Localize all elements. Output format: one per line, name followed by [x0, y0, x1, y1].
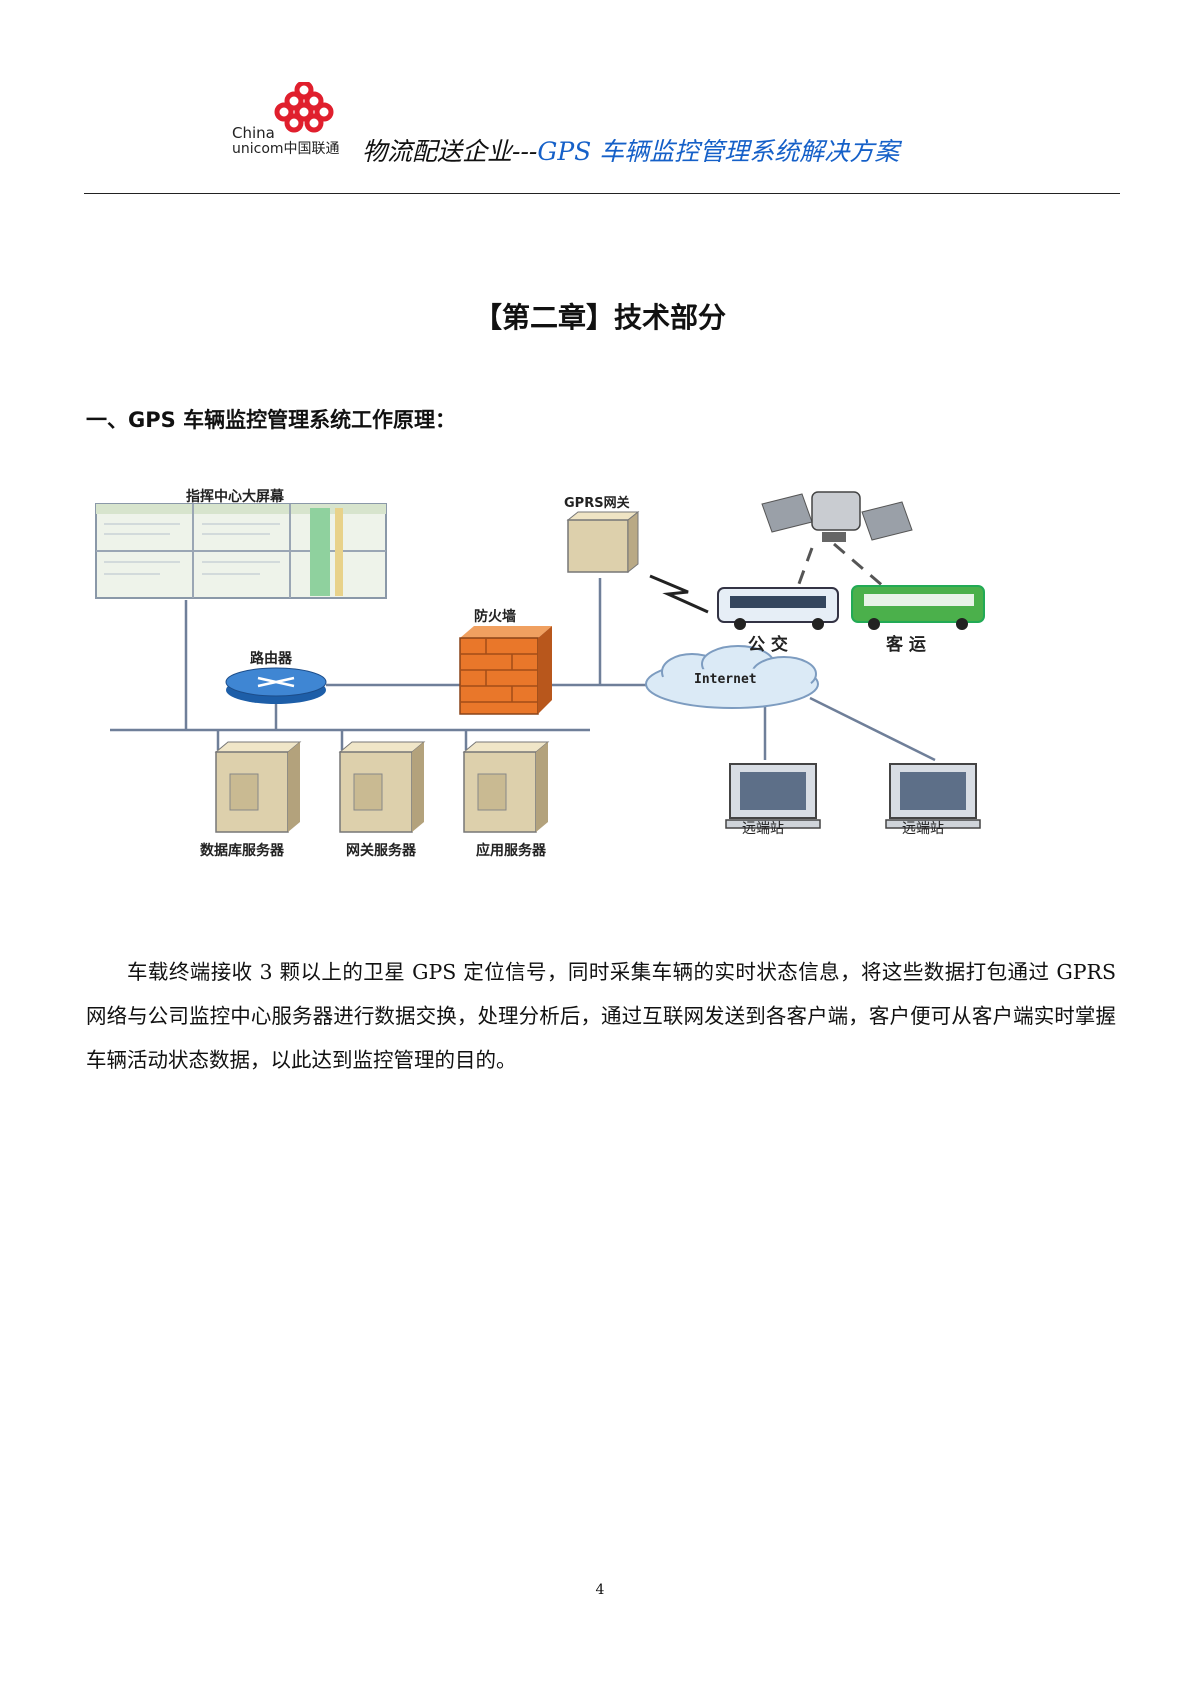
document-header-title: 物流配送企业---GPS 车辆监控管理系统解决方案	[362, 132, 899, 168]
label-bus: 公 交	[748, 635, 788, 655]
label-coach: 客 运	[886, 635, 926, 655]
body-paragraph: 车载终端接收 3 颗以上的卫星 GPS 定位信号，同时采集车辆的实时状态信息，将…	[86, 960, 1116, 1072]
logo-text-unicom: unicom中国联通	[232, 141, 340, 157]
header-divider	[84, 193, 1120, 194]
command-center-screen-icon	[95, 503, 387, 599]
label-remote-station-1: 远端站	[742, 821, 784, 837]
label-internet: Internet	[694, 672, 757, 687]
header-title-en: GPS 车辆监控管理系统解决方案	[537, 137, 900, 166]
server-rack-icons	[214, 741, 550, 833]
router-icon	[225, 667, 327, 704]
satellite-icon	[761, 491, 913, 542]
china-unicom-logo: China unicom中国联通	[232, 82, 362, 162]
header-title-cn: 物流配送企业---	[362, 137, 538, 166]
label-firewall: 防火墙	[474, 609, 516, 625]
wireless-signal-icon	[649, 574, 709, 614]
gprs-gateway-server-icon	[566, 510, 640, 574]
label-router: 路由器	[250, 651, 292, 667]
bus-icon	[717, 587, 839, 630]
label-gprs-gateway: GPRS网关	[564, 496, 630, 511]
coach-icon	[851, 585, 985, 630]
label-app-server: 应用服务器	[476, 843, 546, 859]
label-remote-station-2: 远端站	[902, 821, 944, 837]
architecture-drawing	[95, 491, 985, 833]
page-number: 4	[595, 1582, 605, 1598]
internet-cloud-icon	[645, 645, 819, 709]
system-architecture-diagram: 指挥中心大屏幕 GPRS网关 防火墙 路由器 Internet 公 交 客 运 …	[90, 488, 1130, 938]
chapter-title: 【第二章】技术部分	[473, 301, 726, 334]
label-db-server: 数据库服务器	[200, 843, 284, 859]
label-big-screen: 指挥中心大屏幕	[186, 489, 284, 505]
label-gateway-server: 网关服务器	[346, 843, 416, 859]
remote-terminal-icons	[725, 763, 981, 829]
logo-text-china: China	[232, 124, 275, 142]
firewall-icon	[459, 626, 552, 715]
section-heading: 一、GPS 车辆监控管理系统工作原理：	[86, 408, 457, 432]
unicom-knot-icon	[274, 82, 334, 133]
